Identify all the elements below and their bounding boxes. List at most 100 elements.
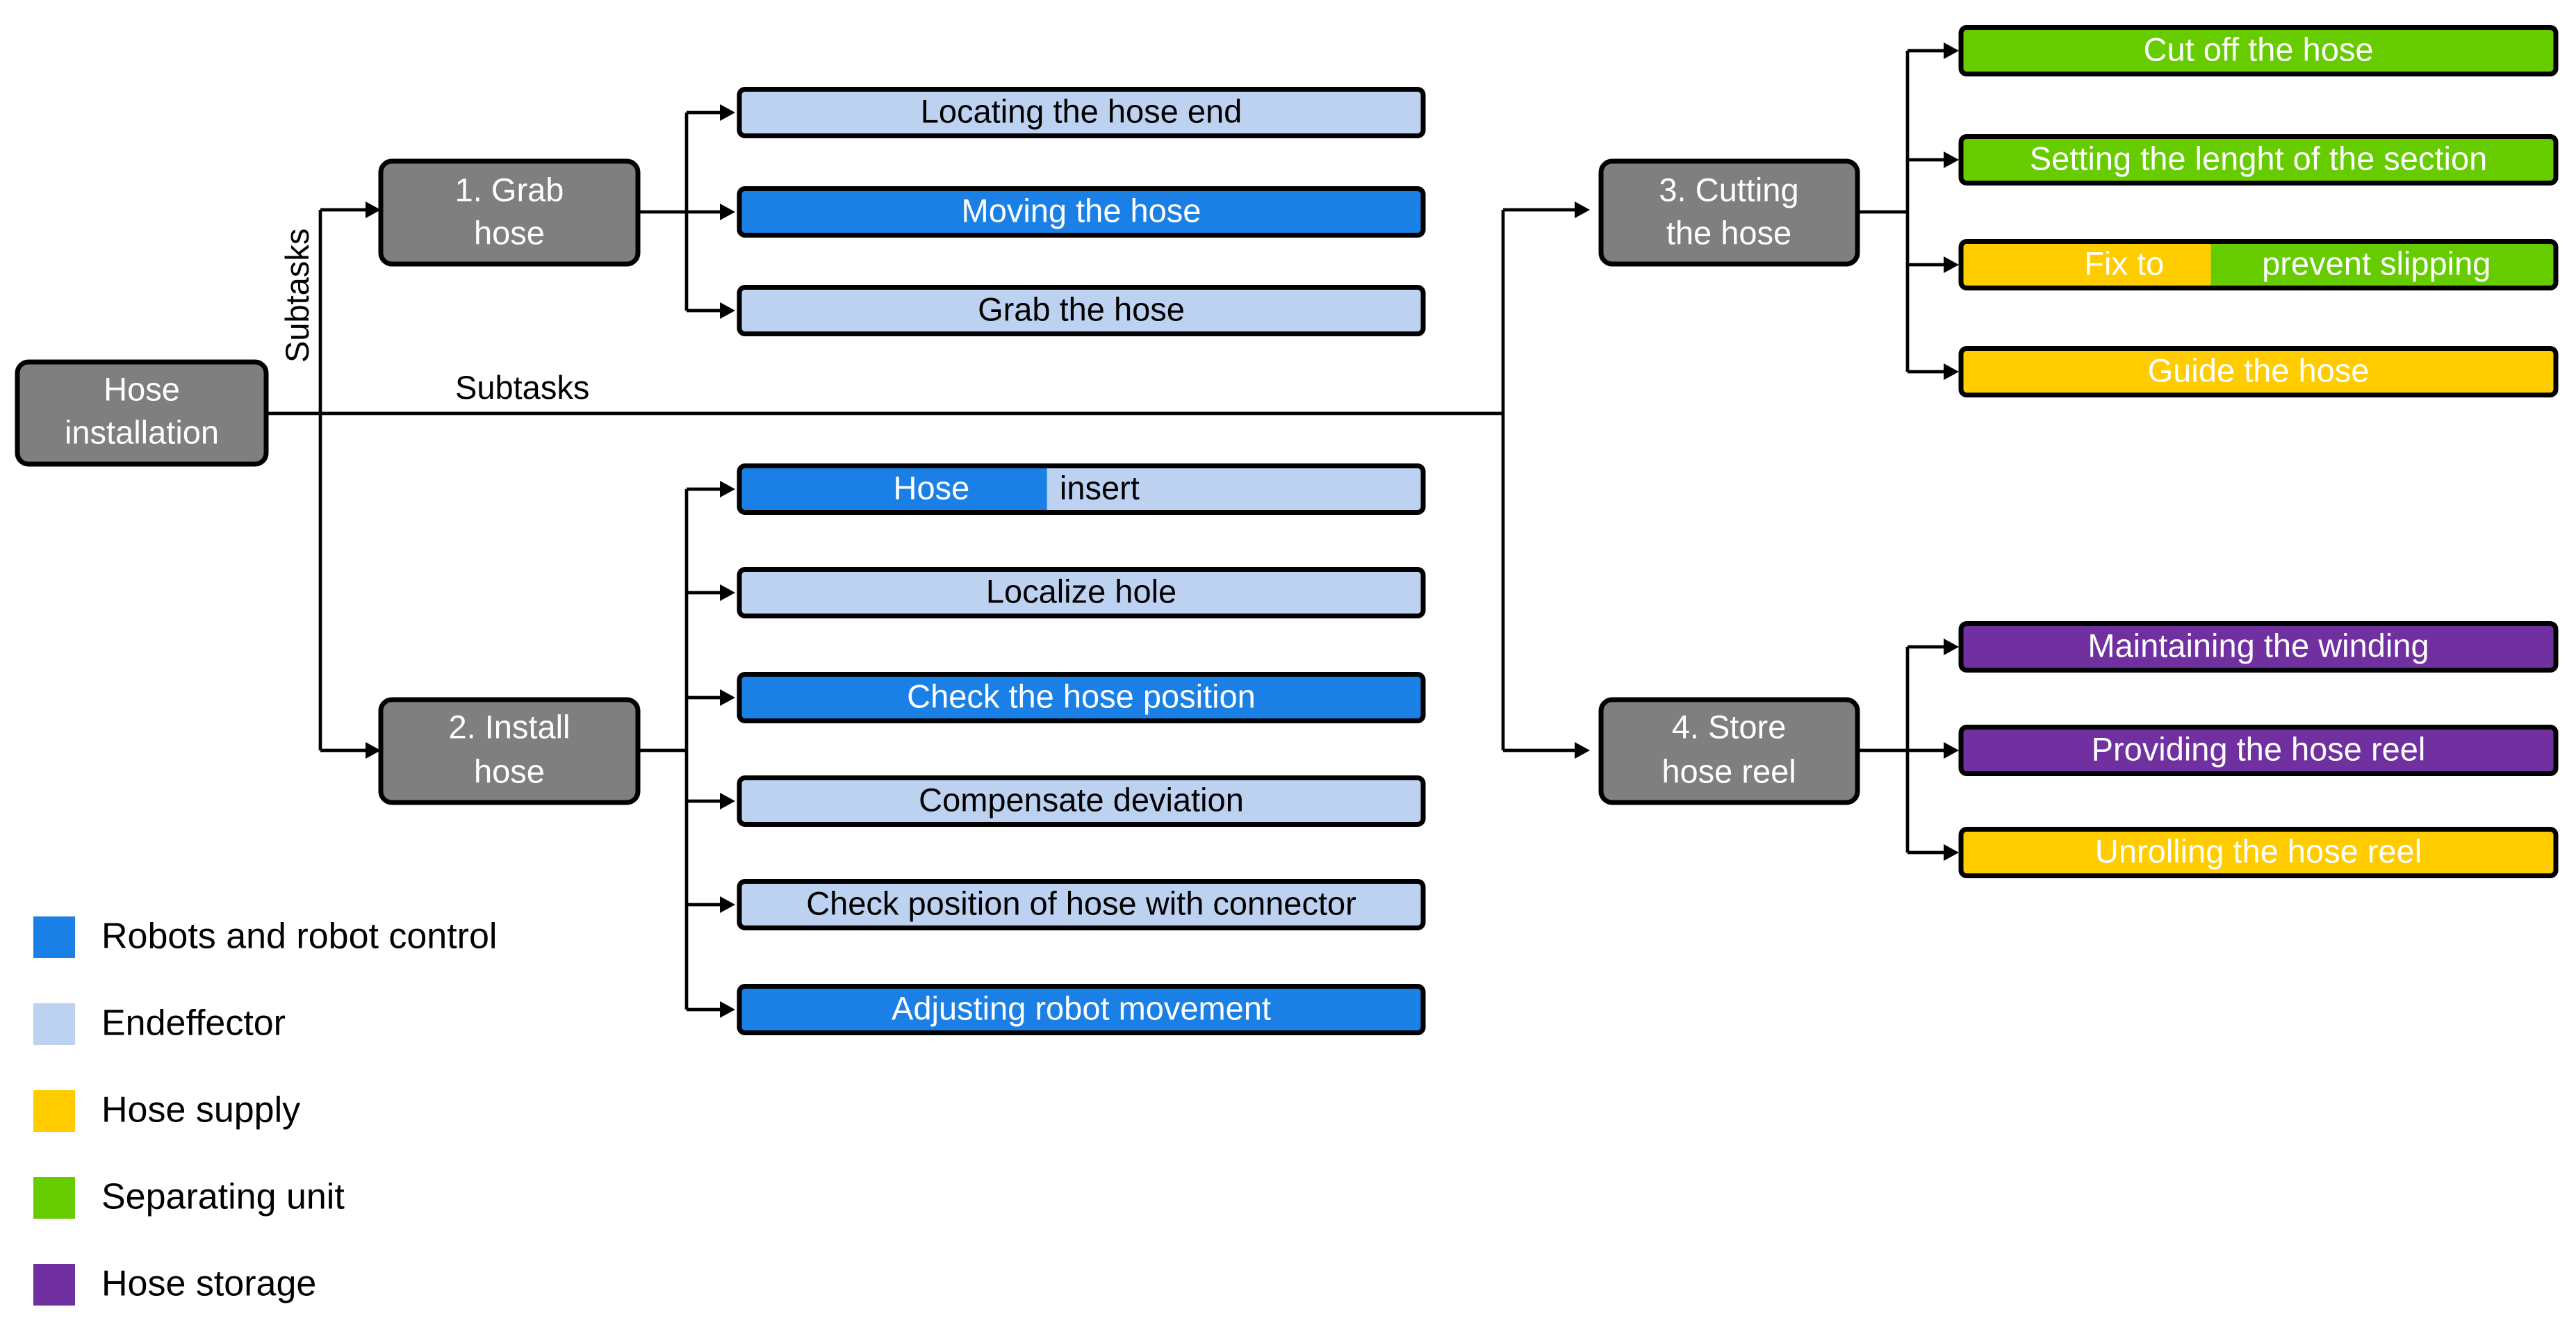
subtasks-label-horizontal: Subtasks <box>455 369 589 406</box>
task-box-unrolling-the-hose-reel: Unrolling the hose reel <box>1958 827 2559 878</box>
task-box-segment <box>739 466 1047 513</box>
task-label: Compensate deviation <box>919 781 1244 818</box>
task-box-segment <box>1047 466 1423 513</box>
legend-label: Endeffector <box>101 1003 286 1044</box>
task-label-part: prevent slipping <box>2262 245 2491 281</box>
task-box-moving-the-hose: Moving the hose <box>737 186 1426 238</box>
legend-label: Hose supply <box>101 1090 300 1130</box>
task-label-part: Fix to <box>2084 245 2164 281</box>
task-box-localize-hole: Localize hole <box>737 567 1426 618</box>
task-box-compensate-deviation: Compensate deviation <box>737 775 1426 827</box>
task-box-cut-off-the-hose: Cut off the hose <box>1958 25 2559 76</box>
task-label-part: Hose <box>894 469 970 506</box>
root-node-hose-installation: Hose installation <box>15 359 269 467</box>
task-box-fill <box>739 777 1423 825</box>
legend-item-endeffector: Endeffector <box>33 1003 286 1045</box>
task-box-fill <box>1961 27 2556 74</box>
arrowheads <box>366 42 1959 1018</box>
group-node-label-line1: 3. Cutting <box>1659 171 1798 208</box>
task-box-fill <box>739 89 1423 136</box>
task-label: Localize hole <box>986 573 1176 609</box>
task-box-fill <box>739 569 1423 616</box>
task-box-border <box>1958 239 2559 290</box>
task-box-border <box>1958 621 2559 673</box>
group-node-label-line1: 2. Install <box>448 708 570 745</box>
task-label: Grab the hose <box>978 290 1185 327</box>
task-box-fill <box>1961 136 2556 183</box>
task-box-fill <box>739 188 1423 236</box>
task-label: Providing the hose reel <box>2092 730 2426 767</box>
task-box-check-the-hose-position: Check the hose position <box>737 672 1426 723</box>
legend-label: Robots and robot control <box>101 916 497 957</box>
task-box-fill <box>739 986 1423 1033</box>
root-node-label-line1: Hose <box>104 370 180 407</box>
task-box-fix-to-prevent-slipping: Fix to prevent slipping <box>1958 239 2559 290</box>
task-box-border <box>1958 134 2559 186</box>
task-label: Moving the hose <box>962 192 1201 229</box>
task-box-fill <box>739 287 1423 334</box>
group-node-label-line1: 4. Store <box>1672 708 1787 745</box>
task-label: Unrolling the hose reel <box>2095 832 2422 869</box>
task-label: Check position of hose with connector <box>806 884 1356 921</box>
task-box-border <box>737 984 1426 1035</box>
task-box-fill <box>739 881 1423 928</box>
task-label: Adjusting robot movement <box>892 989 1271 1026</box>
legend-item-storage: Hose storage <box>33 1264 316 1306</box>
task-box-fill <box>1961 348 2556 395</box>
group-node-label-line2: the hose <box>1666 214 1791 251</box>
legend-label: Separating unit <box>101 1177 345 1217</box>
task-label: Locating the hose end <box>921 92 1242 129</box>
task-box-grab-the-hose: Grab the hose <box>737 285 1426 336</box>
group-node-cutting-hose: 3. Cutting the hose <box>1598 158 1860 267</box>
task-box-maintaining-the-winding: Maintaining the winding <box>1958 621 2559 673</box>
legend-swatch <box>33 1177 75 1219</box>
task-box-border <box>737 775 1426 827</box>
task-box-segment <box>2210 241 2556 288</box>
task-box-adjusting-robot-movement: Adjusting robot movement <box>737 984 1426 1035</box>
group-node-label-line2: hose <box>474 214 545 251</box>
task-box-check-position-of-hose-with-connector: Check position of hose with connector <box>737 879 1426 930</box>
task-box-border <box>1958 25 2559 76</box>
task-box-fill <box>1961 623 2556 670</box>
task-box-providing-the-hose-reel: Providing the hose reel <box>1958 725 2559 776</box>
task-box-fill <box>1961 829 2556 876</box>
task-box-border <box>737 186 1426 238</box>
task-box-fill <box>739 674 1423 721</box>
task-label: Maintaining the winding <box>2087 627 2429 664</box>
group-node-grab-hose: 1. Grab hose <box>378 158 641 267</box>
legend-item-separating: Separating unit <box>33 1177 345 1219</box>
task-box-hose-insert: Hose insert <box>737 463 1426 515</box>
task-label: Cut off the hose <box>2144 31 2374 67</box>
legend-label: Hose storage <box>101 1264 316 1304</box>
task-box-border <box>1958 346 2559 397</box>
task-label-part: insert <box>1060 469 1140 506</box>
legend-swatch <box>33 1264 75 1306</box>
legend-swatch <box>33 916 75 958</box>
root-node-label-line2: installation <box>65 413 219 450</box>
task-box-border <box>737 879 1426 930</box>
group-node-label-line2: hose reel <box>1662 752 1796 789</box>
group-node-install-hose: 2. Install hose <box>378 697 641 805</box>
task-box-border <box>737 463 1426 515</box>
task-label: Check the hose position <box>907 677 1256 714</box>
task-label: Setting the lenght of the section <box>2030 140 2487 176</box>
task-box-segment <box>1961 241 2211 288</box>
task-box-fill <box>1961 727 2556 774</box>
task-box-border <box>737 87 1426 138</box>
group-node-store-hose-reel: 4. Store hose reel <box>1598 697 1860 805</box>
task-box-border <box>1958 827 2559 878</box>
task-box-guide-the-hose: Guide the hose <box>1958 346 2559 397</box>
legend-item-supply: Hose supply <box>33 1090 300 1132</box>
task-label: Guide the hose <box>2148 352 2370 388</box>
group-node-label-line2: hose <box>474 752 545 789</box>
legend-swatch <box>33 1090 75 1132</box>
task-box-locating-the-hose-end: Locating the hose end <box>737 87 1426 138</box>
task-box-border <box>737 672 1426 723</box>
legend-swatch <box>33 1003 75 1045</box>
subtasks-label-vertical: Subtasks <box>279 229 315 363</box>
task-box-border <box>737 285 1426 336</box>
connector-lines <box>266 49 1944 1012</box>
group-node-label-line1: 1. Grab <box>455 171 564 208</box>
